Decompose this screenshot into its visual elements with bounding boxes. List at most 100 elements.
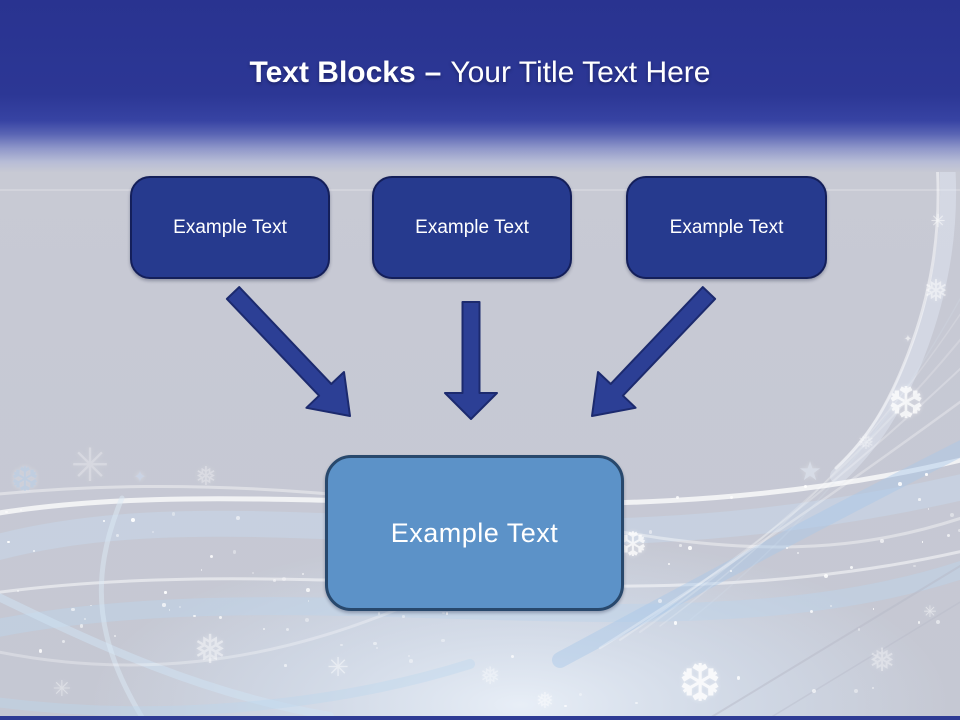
snow-dot (376, 646, 379, 649)
starburst-icon: ✳ (52, 677, 72, 702)
snow-dot (305, 617, 310, 622)
snow-dot (913, 564, 916, 568)
title-separator: – (424, 56, 442, 89)
snow-dot (178, 605, 182, 609)
snow-dot (879, 538, 884, 543)
snow-dot (857, 628, 861, 631)
snow-dot (730, 570, 732, 572)
snowflake-icon: ❅ (857, 430, 875, 454)
snow-dot (171, 512, 176, 516)
fan-line (659, 313, 960, 627)
snow-dot (658, 599, 663, 604)
snow-dot (164, 591, 167, 594)
snow-dot (61, 640, 66, 644)
star-icon: ★ (798, 457, 822, 487)
snow-dot (809, 610, 814, 614)
snow-dot (824, 573, 829, 578)
snow-dot (32, 549, 36, 553)
snow-dot (872, 686, 875, 689)
snow-dot (281, 576, 286, 581)
snowflake-icon: ❅ (479, 662, 501, 690)
snow-dot (849, 565, 853, 569)
snow-dot (853, 688, 858, 693)
arrow-down-left (591, 286, 717, 417)
snow-dot (373, 641, 377, 646)
text-block-1: Example Text (130, 176, 330, 279)
starburst-icon: ✳ (923, 602, 937, 621)
snow-dot (130, 517, 135, 522)
snow-dot (511, 654, 515, 658)
text-block-3-label: Example Text (669, 216, 784, 238)
snow-dot (152, 531, 154, 533)
snow-dot (200, 569, 203, 571)
right-ribbon-line (834, 148, 940, 470)
snowflake-icon: ❅ (535, 689, 555, 714)
snow-dot (20, 509, 23, 512)
snow-dot (193, 614, 196, 618)
snow-dot (803, 484, 808, 488)
snow-dot (168, 608, 171, 611)
snowflake-icon: ❅ (193, 627, 227, 673)
snow-dot (306, 588, 310, 593)
center-block-label: Example Text (390, 517, 559, 548)
sparkle-icon: ✦ (903, 334, 913, 345)
snow-dot (673, 621, 678, 625)
snow-dot (302, 572, 305, 576)
snowflake-icon: ❅ (923, 274, 949, 309)
starburst-icon: ✳ (930, 211, 946, 232)
fan-line (689, 297, 960, 621)
right-ribbon (830, 142, 957, 484)
snow-dot (936, 619, 941, 624)
starburst-icon: ✳ (327, 653, 349, 683)
snow-dot (273, 578, 277, 582)
snow-dot (401, 615, 405, 619)
snow-dot (925, 473, 928, 476)
sparkle-icon: ✦ (133, 467, 147, 486)
snow-dot (786, 547, 789, 550)
snow-dot (949, 513, 954, 518)
snow-dot (235, 515, 240, 520)
gray-ray (765, 601, 960, 720)
snow-dot (917, 621, 921, 624)
arrow-down-right (225, 286, 351, 417)
snow-dot (921, 540, 924, 543)
arrow-down (444, 301, 498, 420)
snowflake-icon: ❆ (887, 378, 925, 429)
snow-dot (84, 617, 86, 620)
snow-dot (409, 659, 413, 663)
snow-dot (872, 608, 875, 610)
snow-dot (71, 607, 76, 612)
snow-dot (811, 689, 816, 694)
snow-dot (7, 541, 10, 544)
snow-dot (668, 562, 670, 565)
corner-curve (0, 659, 475, 717)
snow-dot (232, 549, 237, 554)
snow-dot (679, 544, 682, 547)
snow-dot (262, 627, 265, 631)
snow-dot (946, 533, 950, 538)
snow-dot (829, 604, 832, 607)
fan-line (639, 338, 960, 633)
snow-dot (218, 615, 223, 620)
snow-dot (283, 664, 287, 667)
snow-dot (38, 648, 43, 653)
snow-dot (209, 554, 213, 558)
starburst-icon: ✳ (70, 438, 110, 492)
title-regular-text: Your Title Text Here (450, 56, 711, 89)
snow-dot (407, 655, 410, 658)
snowflake-icon: ❅ (868, 641, 896, 679)
snow-dot (729, 495, 733, 499)
snow-dot (252, 571, 255, 574)
snow-dot (898, 482, 902, 486)
snow-dot (927, 508, 930, 511)
text-block-2-label: Example Text (415, 216, 529, 238)
gray-ray (704, 564, 960, 720)
snow-dot (89, 604, 92, 607)
snow-dot (162, 603, 166, 607)
snow-dot (307, 600, 310, 603)
snowflake-icon: ❆ (10, 460, 40, 500)
snow-dot (102, 519, 106, 523)
corner-curve (98, 495, 147, 720)
title-bold-text: Text Blocks (249, 56, 416, 89)
text-block-1-label: Example Text (173, 216, 287, 238)
